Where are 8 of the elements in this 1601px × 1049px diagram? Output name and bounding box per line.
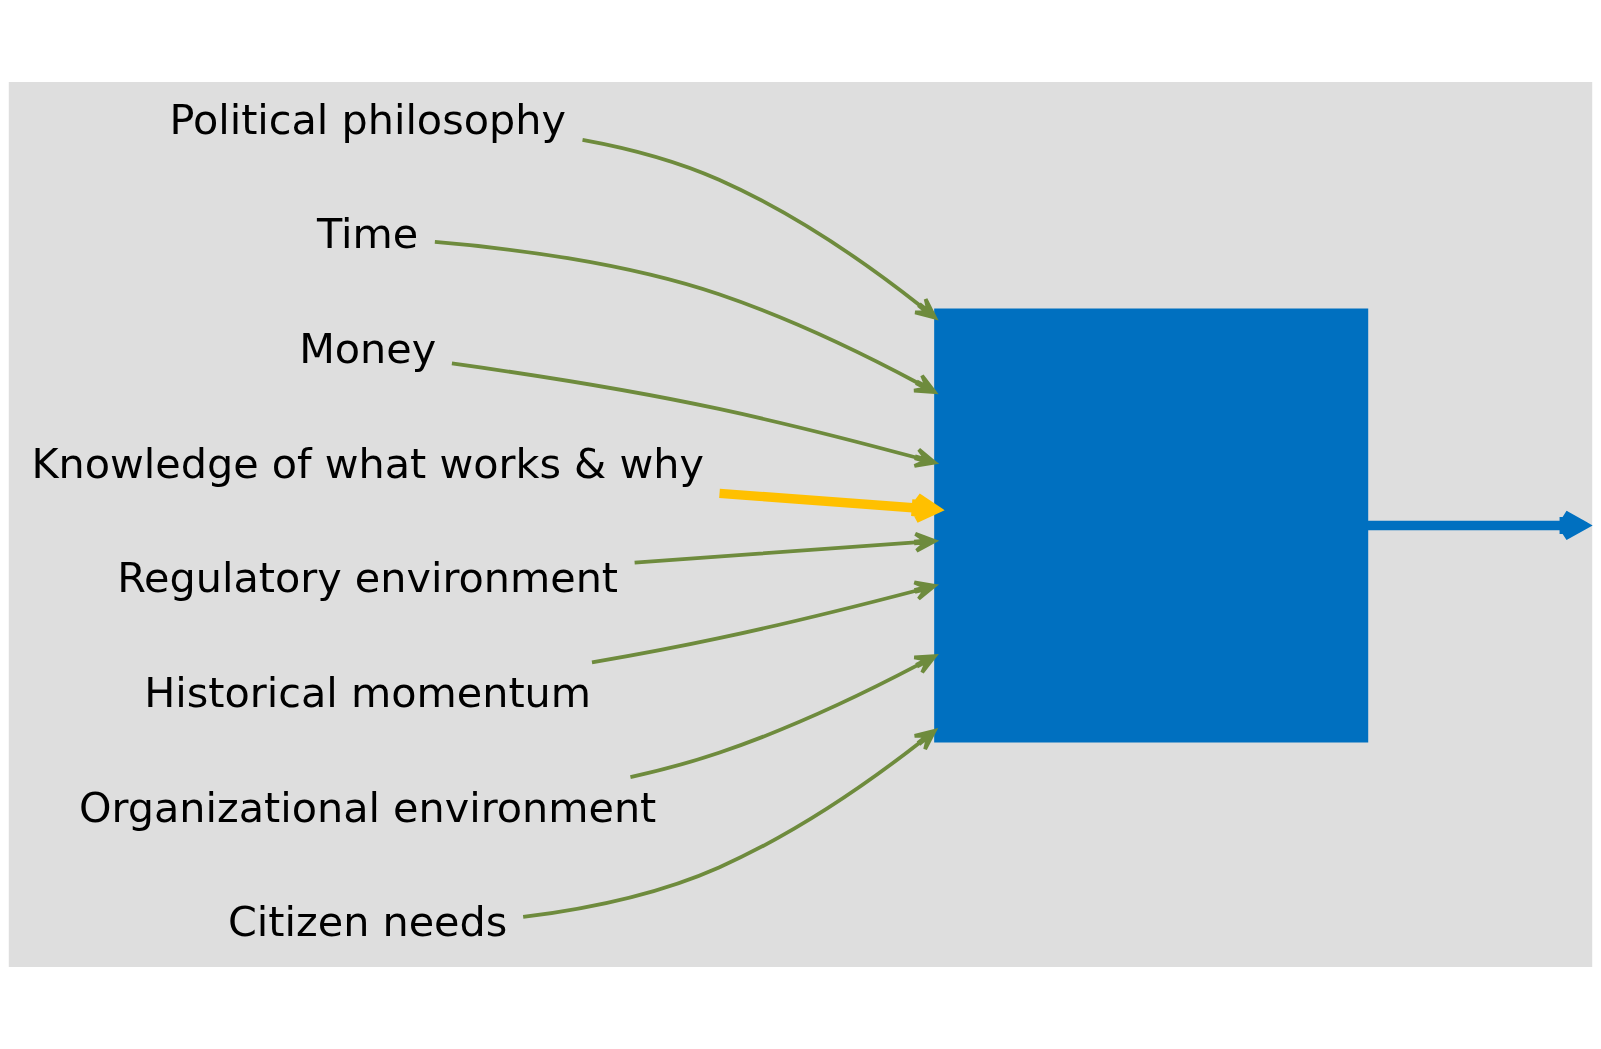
node-text: Time — [317, 210, 419, 259]
node-text: Money — [299, 325, 437, 374]
node-text: Regulatory environment — [117, 554, 619, 603]
node-text: Knowledge of what works & why — [31, 439, 704, 488]
node-text: Organizational environment — [78, 783, 657, 832]
node-text: Historical momentum — [144, 668, 592, 717]
node-text: Political philosophy — [169, 95, 566, 144]
node-text: Citizen needs — [228, 898, 508, 947]
